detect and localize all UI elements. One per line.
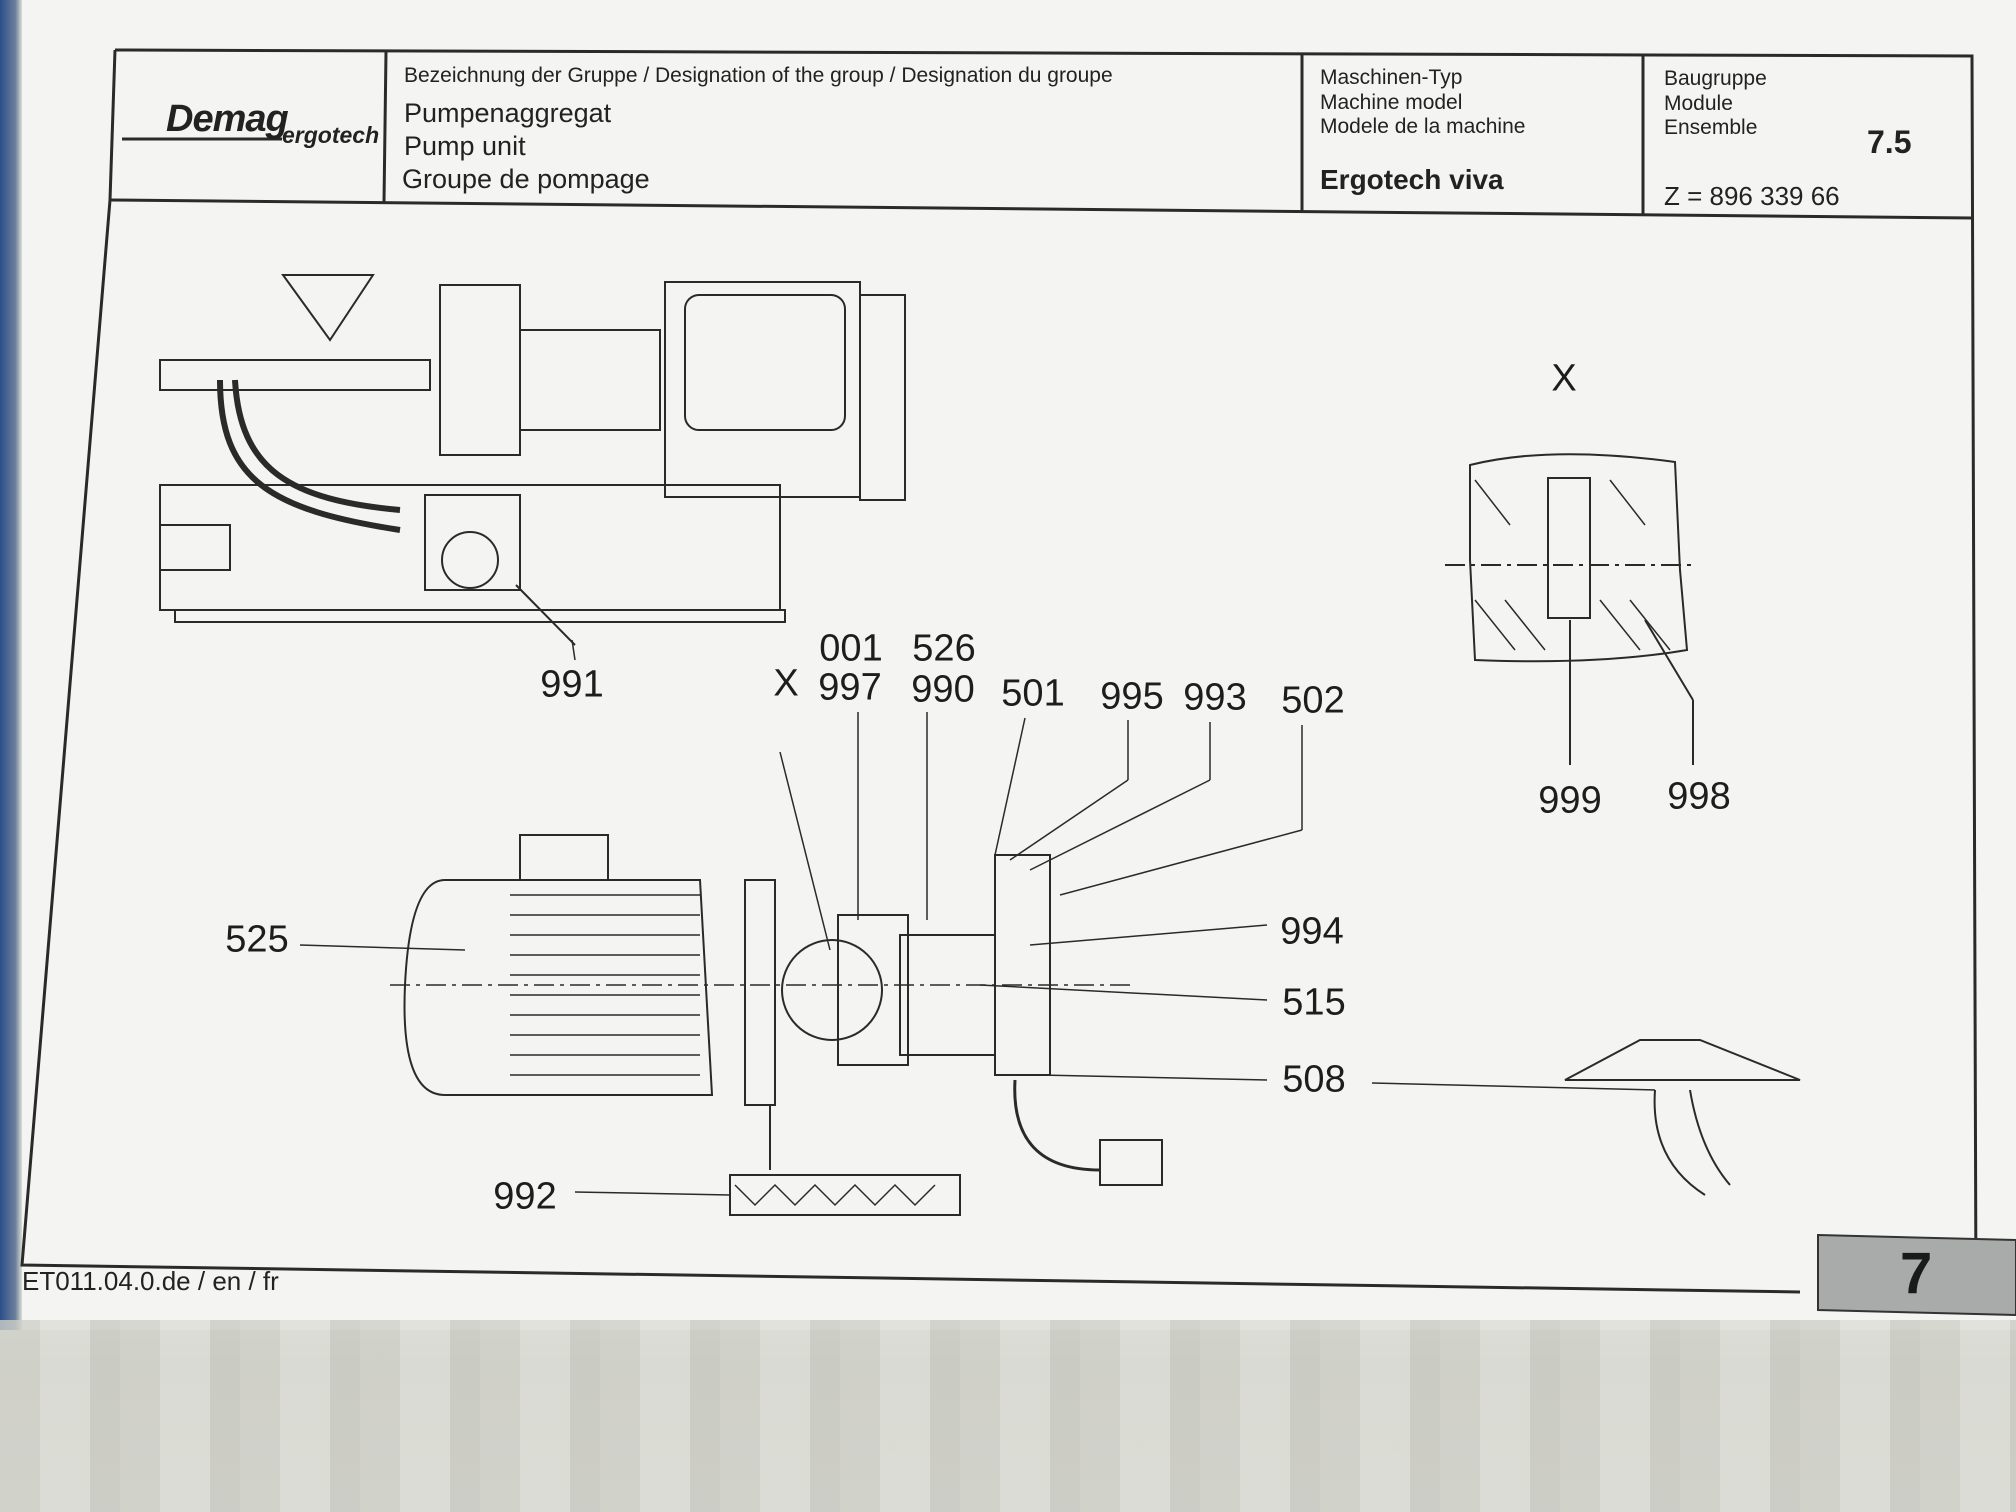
part-label-999: 999 bbox=[1538, 779, 1602, 822]
leader-lines bbox=[299, 639, 1656, 1196]
logo-sub: ergotech bbox=[282, 122, 380, 148]
group-name-en: Pump unit bbox=[404, 131, 526, 161]
module-caption-fr: Ensemble bbox=[1664, 116, 1758, 139]
part-label-994: 994 bbox=[1280, 910, 1344, 953]
part-label-991: 991 bbox=[540, 663, 604, 706]
machine-caption-fr: Modele de la machine bbox=[1320, 115, 1526, 138]
part-label-502: 502 bbox=[1281, 679, 1345, 722]
part-label-997: 997 bbox=[818, 666, 882, 709]
part-label-526: 526 bbox=[912, 627, 976, 670]
detail-508-drawing bbox=[1564, 1039, 1801, 1196]
module-number: 7.5 bbox=[1867, 124, 1912, 160]
machine-overview-drawing bbox=[159, 274, 906, 646]
module-caption-en: Module bbox=[1664, 92, 1733, 115]
part-label-501: 501 bbox=[1001, 672, 1065, 715]
part-label-508: 508 bbox=[1282, 1058, 1346, 1101]
detail-x-drawing bbox=[1445, 453, 1695, 765]
part-label-525: 525 bbox=[225, 918, 289, 961]
machine-caption-de: Maschinen-Typ bbox=[1320, 66, 1463, 89]
page-number-box bbox=[1817, 1233, 2016, 1317]
table-surface bbox=[0, 1320, 2016, 1512]
group-caption: Bezeichnung der Gruppe / Designation of … bbox=[404, 64, 1113, 87]
group-name-fr: Groupe de pompage bbox=[402, 164, 650, 194]
module-caption-de: Baugruppe bbox=[1664, 67, 1767, 90]
detail-x-title: X bbox=[1551, 357, 1577, 400]
part-label-515: 515 bbox=[1282, 981, 1346, 1024]
pump-assembly-drawing bbox=[390, 834, 1163, 1216]
part-label-998: 998 bbox=[1667, 775, 1731, 818]
part-label-993: 993 bbox=[1183, 676, 1247, 719]
part-label-001: 001 bbox=[819, 627, 883, 670]
drawing-frame bbox=[20, 48, 1978, 1301]
binder-edge bbox=[0, 0, 22, 1330]
machine-model: Ergotech viva bbox=[1320, 164, 1504, 195]
machine-caption-en: Machine model bbox=[1320, 91, 1463, 114]
document-page bbox=[22, 0, 2016, 1330]
part-label-990: 990 bbox=[911, 668, 975, 711]
part-label-995: 995 bbox=[1100, 675, 1164, 718]
detail-x-marker: X bbox=[773, 662, 799, 705]
logo-brand: Demag bbox=[166, 98, 289, 140]
part-label-992: 992 bbox=[493, 1175, 557, 1218]
document-code: ET011.04.0.de / en / fr bbox=[22, 1266, 279, 1296]
group-name-de: Pumpenaggregat bbox=[404, 98, 612, 128]
drawing-number: Z = 896 339 66 bbox=[1664, 181, 1840, 211]
page-number: 7 bbox=[1900, 1241, 1933, 1306]
